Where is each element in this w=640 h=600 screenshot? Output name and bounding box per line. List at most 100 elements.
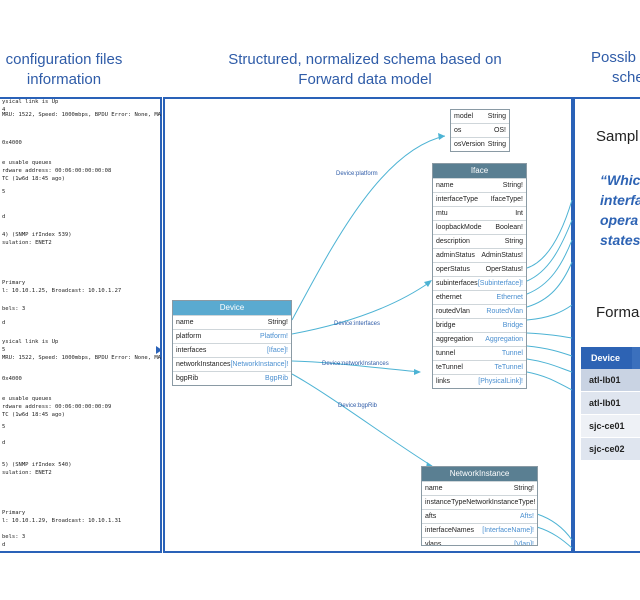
field-type: String xyxy=(504,238,523,245)
field-type[interactable]: [Iface]! xyxy=(266,347,288,354)
right-header-line1: Possib xyxy=(591,49,637,66)
field-type[interactable]: [InterfaceName]! xyxy=(482,527,534,534)
edge-label-platform: Device:platform xyxy=(336,171,378,177)
field-type[interactable]: Ethernet xyxy=(496,294,523,301)
field-type[interactable]: TeTunnel xyxy=(494,364,523,371)
field-type[interactable]: Aggregation xyxy=(485,336,523,343)
config-line: Primary xyxy=(2,280,26,286)
field-type[interactable]: [NetworkInstance]! xyxy=(230,361,289,368)
schema-field-row[interactable]: description String xyxy=(433,234,526,248)
field-type: String! xyxy=(502,182,523,189)
edge-iface-out-3 xyxy=(526,239,573,295)
edge-iface-out-8 xyxy=(526,358,573,373)
center-header-line2: Forward data model xyxy=(298,71,432,88)
field-type[interactable]: Tunnel xyxy=(501,350,523,357)
result-row[interactable]: sjc-ce02 xyxy=(581,438,640,461)
field-name: ethernet xyxy=(436,294,462,301)
field-name: bgpRib xyxy=(176,375,199,382)
schema-field-row[interactable]: networkInstances[NetworkInstance]! xyxy=(173,357,291,371)
config-line: rdware address: 00:06:00:00:00:08 xyxy=(2,168,112,174)
edge-iface-out-4 xyxy=(526,261,573,308)
config-line: 5 xyxy=(2,347,6,353)
field-name: aggregation xyxy=(436,336,473,343)
quote-block: “Whic interfa opera states xyxy=(600,170,640,250)
quote-line-1: “Whic xyxy=(600,172,640,188)
field-name: vlans xyxy=(425,541,442,546)
field-type: String xyxy=(487,113,506,120)
field-type[interactable]: [PhysicalLink]! xyxy=(478,378,523,385)
possible-schema-panel xyxy=(573,97,640,553)
field-name: description xyxy=(436,238,470,245)
quote-line-3: opera xyxy=(600,212,639,228)
iface-table-title: Iface xyxy=(433,164,526,178)
config-line: ysical link is Up xyxy=(2,339,59,345)
schema-field-row[interactable]: links [PhysicalLink]! xyxy=(433,374,526,388)
left-header-line2: information xyxy=(26,71,102,88)
config-line: MRU: 1522, Speed: 1000mbps, BPDU Error: … xyxy=(2,355,161,361)
config-line: d xyxy=(2,320,6,326)
schema-field-row[interactable]: ethernet Ethernet xyxy=(433,290,526,304)
center-header-line1: Structured, normalized schema based on xyxy=(228,51,502,68)
field-name: name xyxy=(425,485,443,492)
field-type[interactable]: [Subinterface]! xyxy=(477,280,523,287)
center-panel-header: Structured, normalized schema based on F… xyxy=(175,50,555,90)
result-row[interactable]: atl-lb01 xyxy=(581,392,640,415)
schema-field-row[interactable]: name String! xyxy=(422,481,537,495)
left-to-center-arrow xyxy=(156,346,162,354)
schema-field-row[interactable]: name String! xyxy=(433,178,526,192)
edge-interfaces xyxy=(291,281,431,335)
field-type[interactable]: RoutedVlan xyxy=(486,308,523,315)
schema-field-row[interactable]: aggregation Aggregation xyxy=(433,332,526,346)
schema-field-row[interactable]: interfaceNames[InterfaceName]! xyxy=(422,523,537,537)
edge-label-interfaces: Device:interfaces xyxy=(334,321,381,327)
field-name: mtu xyxy=(436,210,448,217)
result-table-col2-header xyxy=(632,347,640,369)
field-type[interactable]: Platform! xyxy=(259,333,288,340)
schema-field-row[interactable]: subinterfaces[Subinterface]! xyxy=(433,276,526,290)
result-row[interactable]: atl-lb01 xyxy=(581,369,640,392)
field-name: name xyxy=(436,182,454,189)
config-line: ysical link is Up xyxy=(2,99,59,105)
field-type: AdminStatus! xyxy=(481,252,523,259)
field-name: interfaceType xyxy=(436,196,479,203)
schema-field-row[interactable]: bgpRib BgpRib xyxy=(173,371,291,385)
edge-iface-out-5 xyxy=(526,304,573,321)
format-label: Forma xyxy=(596,304,640,321)
field-type: String! xyxy=(513,485,534,492)
edge-network-instances xyxy=(291,360,421,373)
schema-field-row[interactable]: vlans [Vlan]! xyxy=(422,537,537,546)
config-line: e usable queues xyxy=(2,160,52,166)
arrowhead-interfaces xyxy=(424,280,432,287)
config-line: rdware address: 00:06:00:00:00:09 xyxy=(2,404,112,410)
field-name: operStatus xyxy=(436,266,470,273)
field-type[interactable]: Bridge xyxy=(502,322,523,329)
result-row[interactable]: sjc-ce01 xyxy=(581,415,640,438)
schema-field-row[interactable]: interfaces[Iface]! xyxy=(173,343,291,357)
config-line: 0x4000 xyxy=(2,140,22,146)
field-type[interactable]: BgpRib xyxy=(265,375,288,382)
field-type[interactable]: Afts! xyxy=(519,513,534,520)
field-type[interactable]: [Vlan]! xyxy=(514,541,534,546)
field-name: links xyxy=(436,378,451,385)
config-line: Primary xyxy=(2,510,26,516)
